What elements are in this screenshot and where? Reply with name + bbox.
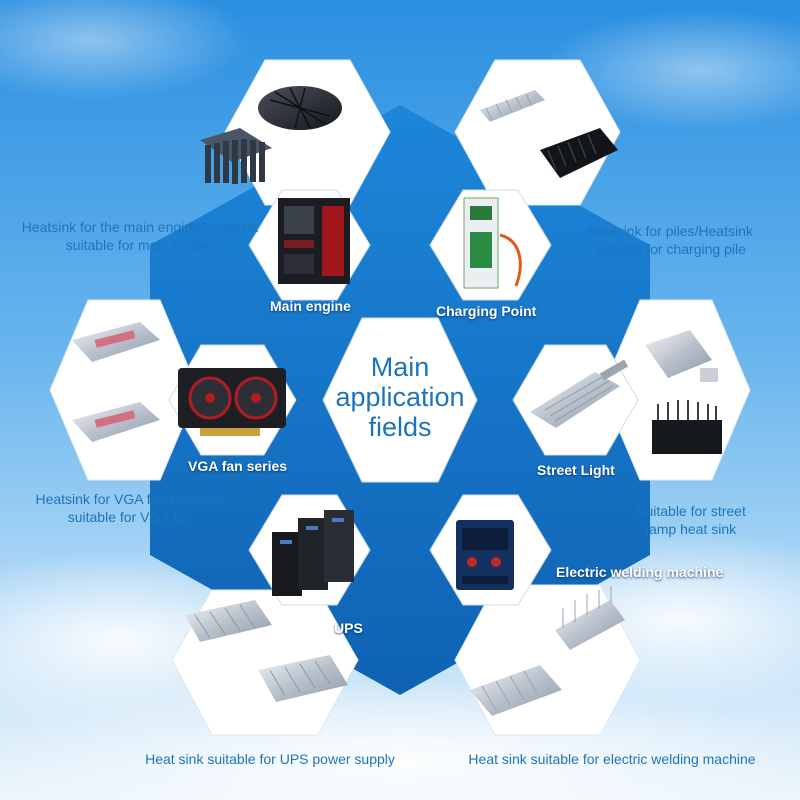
caption-vga-fan-heatsink: Heatsink for VGA fan/Heatsink suitable f… [10,490,250,526]
center-title-line3: fields [368,412,432,442]
center-hexagon [322,317,478,483]
outer-hex-vga-fan [49,299,199,481]
inner-hex-vga-fan [168,344,297,456]
inner-hex-charging-point [429,189,552,301]
label-street-light: Street Light [537,462,615,478]
inner-hex-ups [248,494,371,606]
caption-line: Heatsink for VGA fan/Heatsink [35,491,225,507]
outer-hex-main-engine [200,59,391,206]
caption-street-lamp-heatsink: Suitable for street lamp heat sink [616,502,766,538]
center-title: Main application fields [323,352,477,442]
caption-charging-pile-heatsink: Heatsink for piles/Heatsink suitable for… [555,222,785,258]
caption-line: lamp heat sink [645,521,737,537]
heatsink-image [258,655,348,702]
caption-main-engine-heatsink: Heatsink for the main engine/Heatsink su… [15,218,265,254]
caption-line: suitable for charging pile [594,241,746,257]
heatsink-image [470,665,562,716]
inner-hex-main-engine [248,189,371,301]
caption-line: Heatsink for piles/Heatsink [587,223,753,239]
center-title-line2: application [335,382,465,412]
caption-ups-heatsink: Heat sink suitable for UPS power supply [145,751,395,767]
outer-hex-ups [171,589,359,736]
center-title-line1: Main [370,352,430,382]
label-electric-welding-machine: Electric welding machine [556,564,724,580]
outer-hex-charging-pile [454,59,621,206]
caption-line: suitable for VGA fan [67,509,193,525]
outer-hex-welding [454,584,641,736]
caption-line: Heatsink for the main engine/Heatsink [21,219,259,235]
heatsink-image [540,128,618,178]
cloud [0,0,250,100]
label-vga-fan-series: VGA fan series [188,458,288,474]
heatsink-image [480,90,545,122]
label-charging-point: Charging Point [436,303,537,319]
heatsink-image [555,600,625,650]
label-ups: UPS [334,620,363,636]
caption-line: suitable for main engine [65,237,215,253]
heatsink-image [645,330,712,378]
label-main-engine: Main engine [270,298,351,314]
caption-line: Suitable for street [636,503,746,519]
caption-welding-heatsink: Heat sink suitable for electric welding … [468,751,756,767]
inner-hex-street-light [512,344,639,456]
inner-hex-welding [429,494,552,606]
outer-hex-street-lamp [601,299,751,481]
heatsink-image [185,600,272,642]
heatsink-image [652,420,722,454]
cloud [540,10,800,130]
